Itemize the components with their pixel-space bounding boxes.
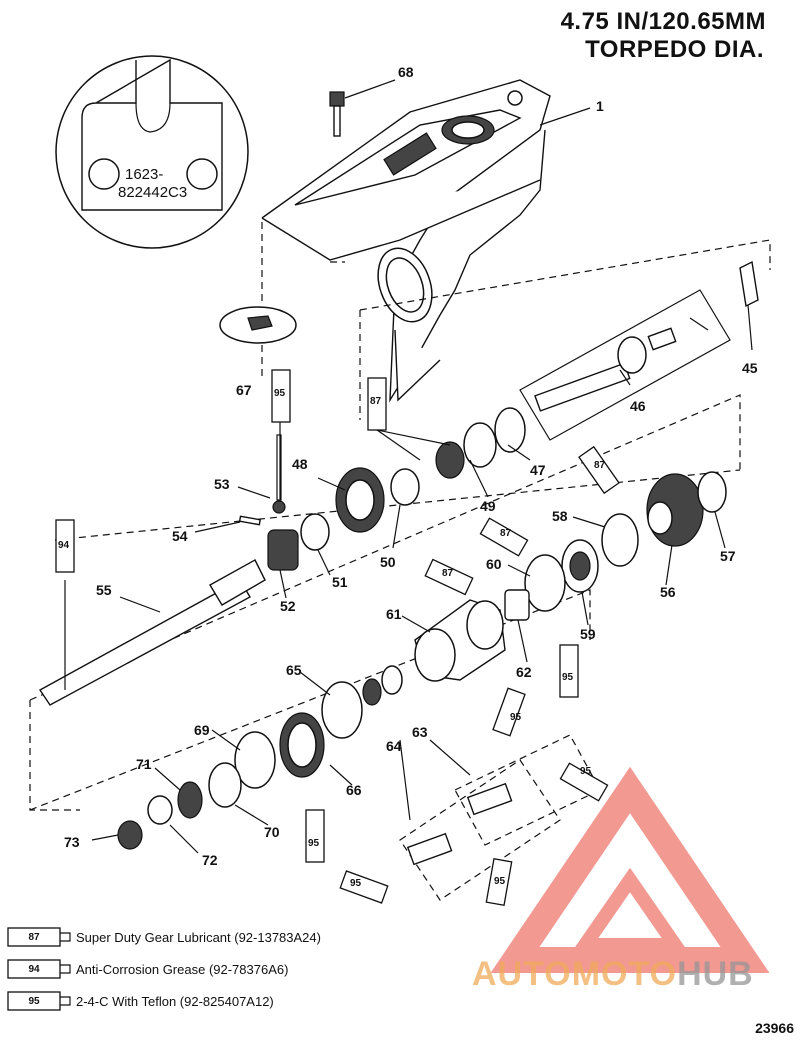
watermark-part1: AUTOMOTO [472, 955, 678, 993]
watermark-text: AUTOMOTOHUB [472, 955, 754, 994]
bearing-group-mid [504, 539, 599, 621]
legend-row-94: 94 Anti-Corrosion Grease (92-78376A6) [8, 958, 288, 980]
tube-label-95: 95 [494, 876, 506, 887]
callout-62: 62 [516, 664, 532, 680]
bearing-carrier-61 [414, 599, 506, 682]
diagram-title-line2: TORPEDO DIA. [585, 36, 764, 63]
legend-tube-icons [7, 927, 71, 1011]
clutch-group [238, 434, 330, 571]
propeller-shaft-55 [38, 559, 266, 706]
callout-47: 47 [530, 462, 546, 478]
callout-54: 54 [172, 528, 188, 544]
callout-69: 69 [194, 722, 210, 738]
callout-68: 68 [398, 64, 414, 80]
tube-label-95: 95 [274, 388, 286, 399]
anode-67 [219, 306, 297, 344]
callout-1: 1 [596, 98, 604, 114]
callout-72: 72 [202, 852, 218, 868]
legend-row-95: 95 2-4-C With Teflon (92-825407A12) [8, 990, 274, 1012]
leader-lines [64, 79, 753, 854]
bolt-68 [329, 91, 345, 137]
callout-73: 73 [64, 834, 80, 850]
callout-49: 49 [480, 498, 496, 514]
lube-tubes [55, 369, 620, 906]
inset-label-line1: 1623- [125, 166, 164, 183]
tube-label-95: 95 [562, 672, 574, 683]
tube-label-95: 95 [308, 838, 320, 849]
callout-66: 66 [346, 782, 362, 798]
tube-label-95: 95 [580, 766, 592, 777]
callout-70: 70 [264, 824, 280, 840]
callout-53: 53 [214, 476, 230, 492]
tube-label-94: 94 [58, 540, 70, 551]
legend-text: Anti-Corrosion Grease (92-78376A6) [76, 961, 289, 977]
callout-46: 46 [630, 398, 646, 414]
legend-row-87: 87 Super Duty Gear Lubricant (92-13783A2… [8, 926, 321, 948]
shift-shaft-group [519, 260, 759, 441]
watermark-logo [490, 766, 770, 973]
callout-51: 51 [332, 574, 348, 590]
callout-52: 52 [280, 598, 296, 614]
legend-text: Super Duty Gear Lubricant (92-13783A24) [76, 929, 321, 945]
legend-text: 2-4-C With Teflon (92-825407A12) [76, 993, 274, 1009]
assembly-dashed-lines [29, 222, 771, 811]
callout-48: 48 [292, 456, 308, 472]
inset-detail [55, 55, 249, 249]
callout-71: 71 [136, 756, 152, 772]
tube-label-87: 87 [500, 528, 512, 539]
callout-55: 55 [96, 582, 112, 598]
figure-number: 23966 [755, 1020, 794, 1036]
callout-67: 67 [236, 382, 252, 398]
diagram-title-line1: 4.75 IN/120.65MM [560, 8, 766, 35]
callout-57: 57 [720, 548, 736, 564]
callout-56: 56 [660, 584, 676, 600]
tube-label-87: 87 [594, 460, 606, 471]
tube-label-95: 95 [510, 712, 522, 723]
forward-gear-group [601, 471, 727, 567]
thrust-hub-group [117, 681, 363, 850]
bearing-group-top [390, 407, 526, 506]
callout-45: 45 [742, 360, 758, 376]
tube-label-95: 95 [350, 878, 362, 889]
tool-boxes [399, 734, 601, 901]
callout-64: 64 [386, 738, 402, 754]
legend-code: 95 [28, 995, 40, 1007]
legend-code: 94 [28, 963, 40, 975]
legend-code: 87 [28, 931, 40, 943]
callout-65: 65 [286, 662, 302, 678]
callout-63: 63 [412, 724, 428, 740]
pinion-gear-48 [335, 467, 385, 533]
tube-label-87: 87 [442, 568, 454, 579]
callout-59: 59 [580, 626, 596, 642]
callout-61: 61 [386, 606, 402, 622]
callout-60: 60 [486, 556, 502, 572]
watermark-part2: HUB [677, 955, 754, 993]
gear-housing [261, 79, 551, 403]
inset-label-line2: 822442C3 [118, 184, 188, 201]
seal-group [362, 665, 403, 706]
callout-50: 50 [380, 554, 396, 570]
callout-58: 58 [552, 508, 568, 524]
tube-label-87: 87 [370, 396, 382, 407]
